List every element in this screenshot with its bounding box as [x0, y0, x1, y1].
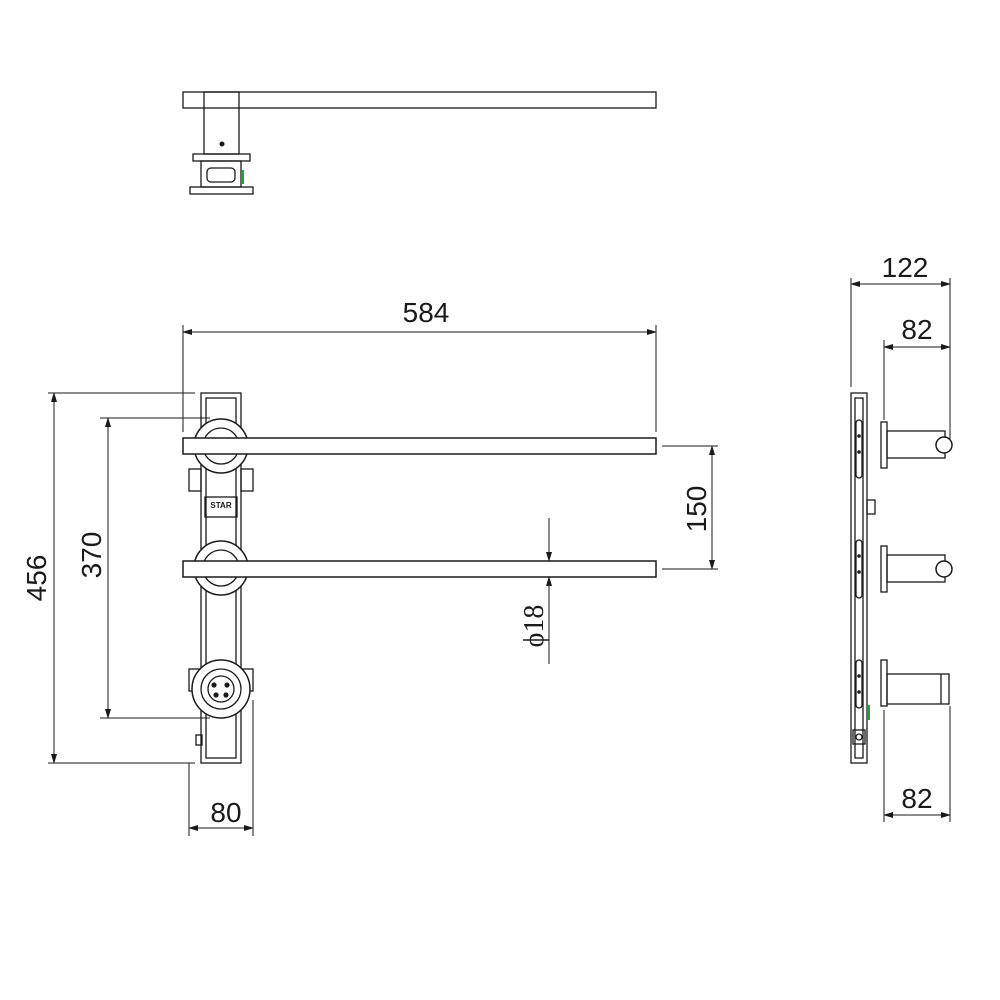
- dim-label-82-top: 82: [901, 314, 932, 345]
- top-view-valve-inner: [206, 167, 236, 183]
- dim-label-584: 584: [403, 297, 450, 328]
- upper-towel-bar: [182, 437, 657, 455]
- valve-pin-3: [213, 692, 219, 698]
- frame-tab-right-1: [240, 468, 254, 492]
- frame-tab-left-1: [188, 468, 202, 492]
- side-wall-plate: [850, 392, 868, 764]
- valve-pin-2: [224, 682, 230, 688]
- dim-label-82-bottom: 82: [901, 783, 932, 814]
- dim-label-150: 150: [681, 486, 712, 533]
- valve-side-clip: [195, 734, 203, 746]
- top-view: [182, 91, 657, 195]
- valve-badge-frame: [204, 496, 238, 518]
- top-view-base: [189, 186, 254, 195]
- control-valve-core: [207, 675, 235, 703]
- top-view-flange: [192, 153, 251, 162]
- dim-label-80: 80: [210, 797, 241, 828]
- side-upper-bar-end: [935, 436, 953, 454]
- dim-label-122: 122: [882, 252, 929, 283]
- valve-pin-4: [223, 692, 229, 698]
- dim-label-phi18: ϕ18: [519, 605, 550, 648]
- control-valve-body: [200, 668, 242, 710]
- side-wall-plate-inner: [854, 397, 864, 759]
- front-dimensions: 584 150 ϕ18 456 370 80: [21, 297, 718, 836]
- side-lower-flange: [880, 545, 888, 593]
- front-view: STAR: [182, 392, 657, 764]
- side-upper-flange: [880, 421, 888, 469]
- valve-badge-label: STAR: [210, 501, 231, 510]
- side-knob-flange: [880, 659, 888, 707]
- side-control-knob: [886, 673, 950, 705]
- lower-towel-bar: [182, 560, 657, 578]
- valve-pin-1: [211, 682, 217, 688]
- dim-label-456: 456: [21, 555, 52, 602]
- top-view-bar: [182, 91, 657, 109]
- side-cartridge-clip: [852, 729, 866, 745]
- side-lower-bar-end: [935, 560, 953, 578]
- side-dimensions: 122 82 82: [850, 252, 951, 822]
- top-view-screw: [219, 141, 225, 147]
- dim-label-370: 370: [76, 532, 107, 579]
- side-view: [850, 392, 953, 764]
